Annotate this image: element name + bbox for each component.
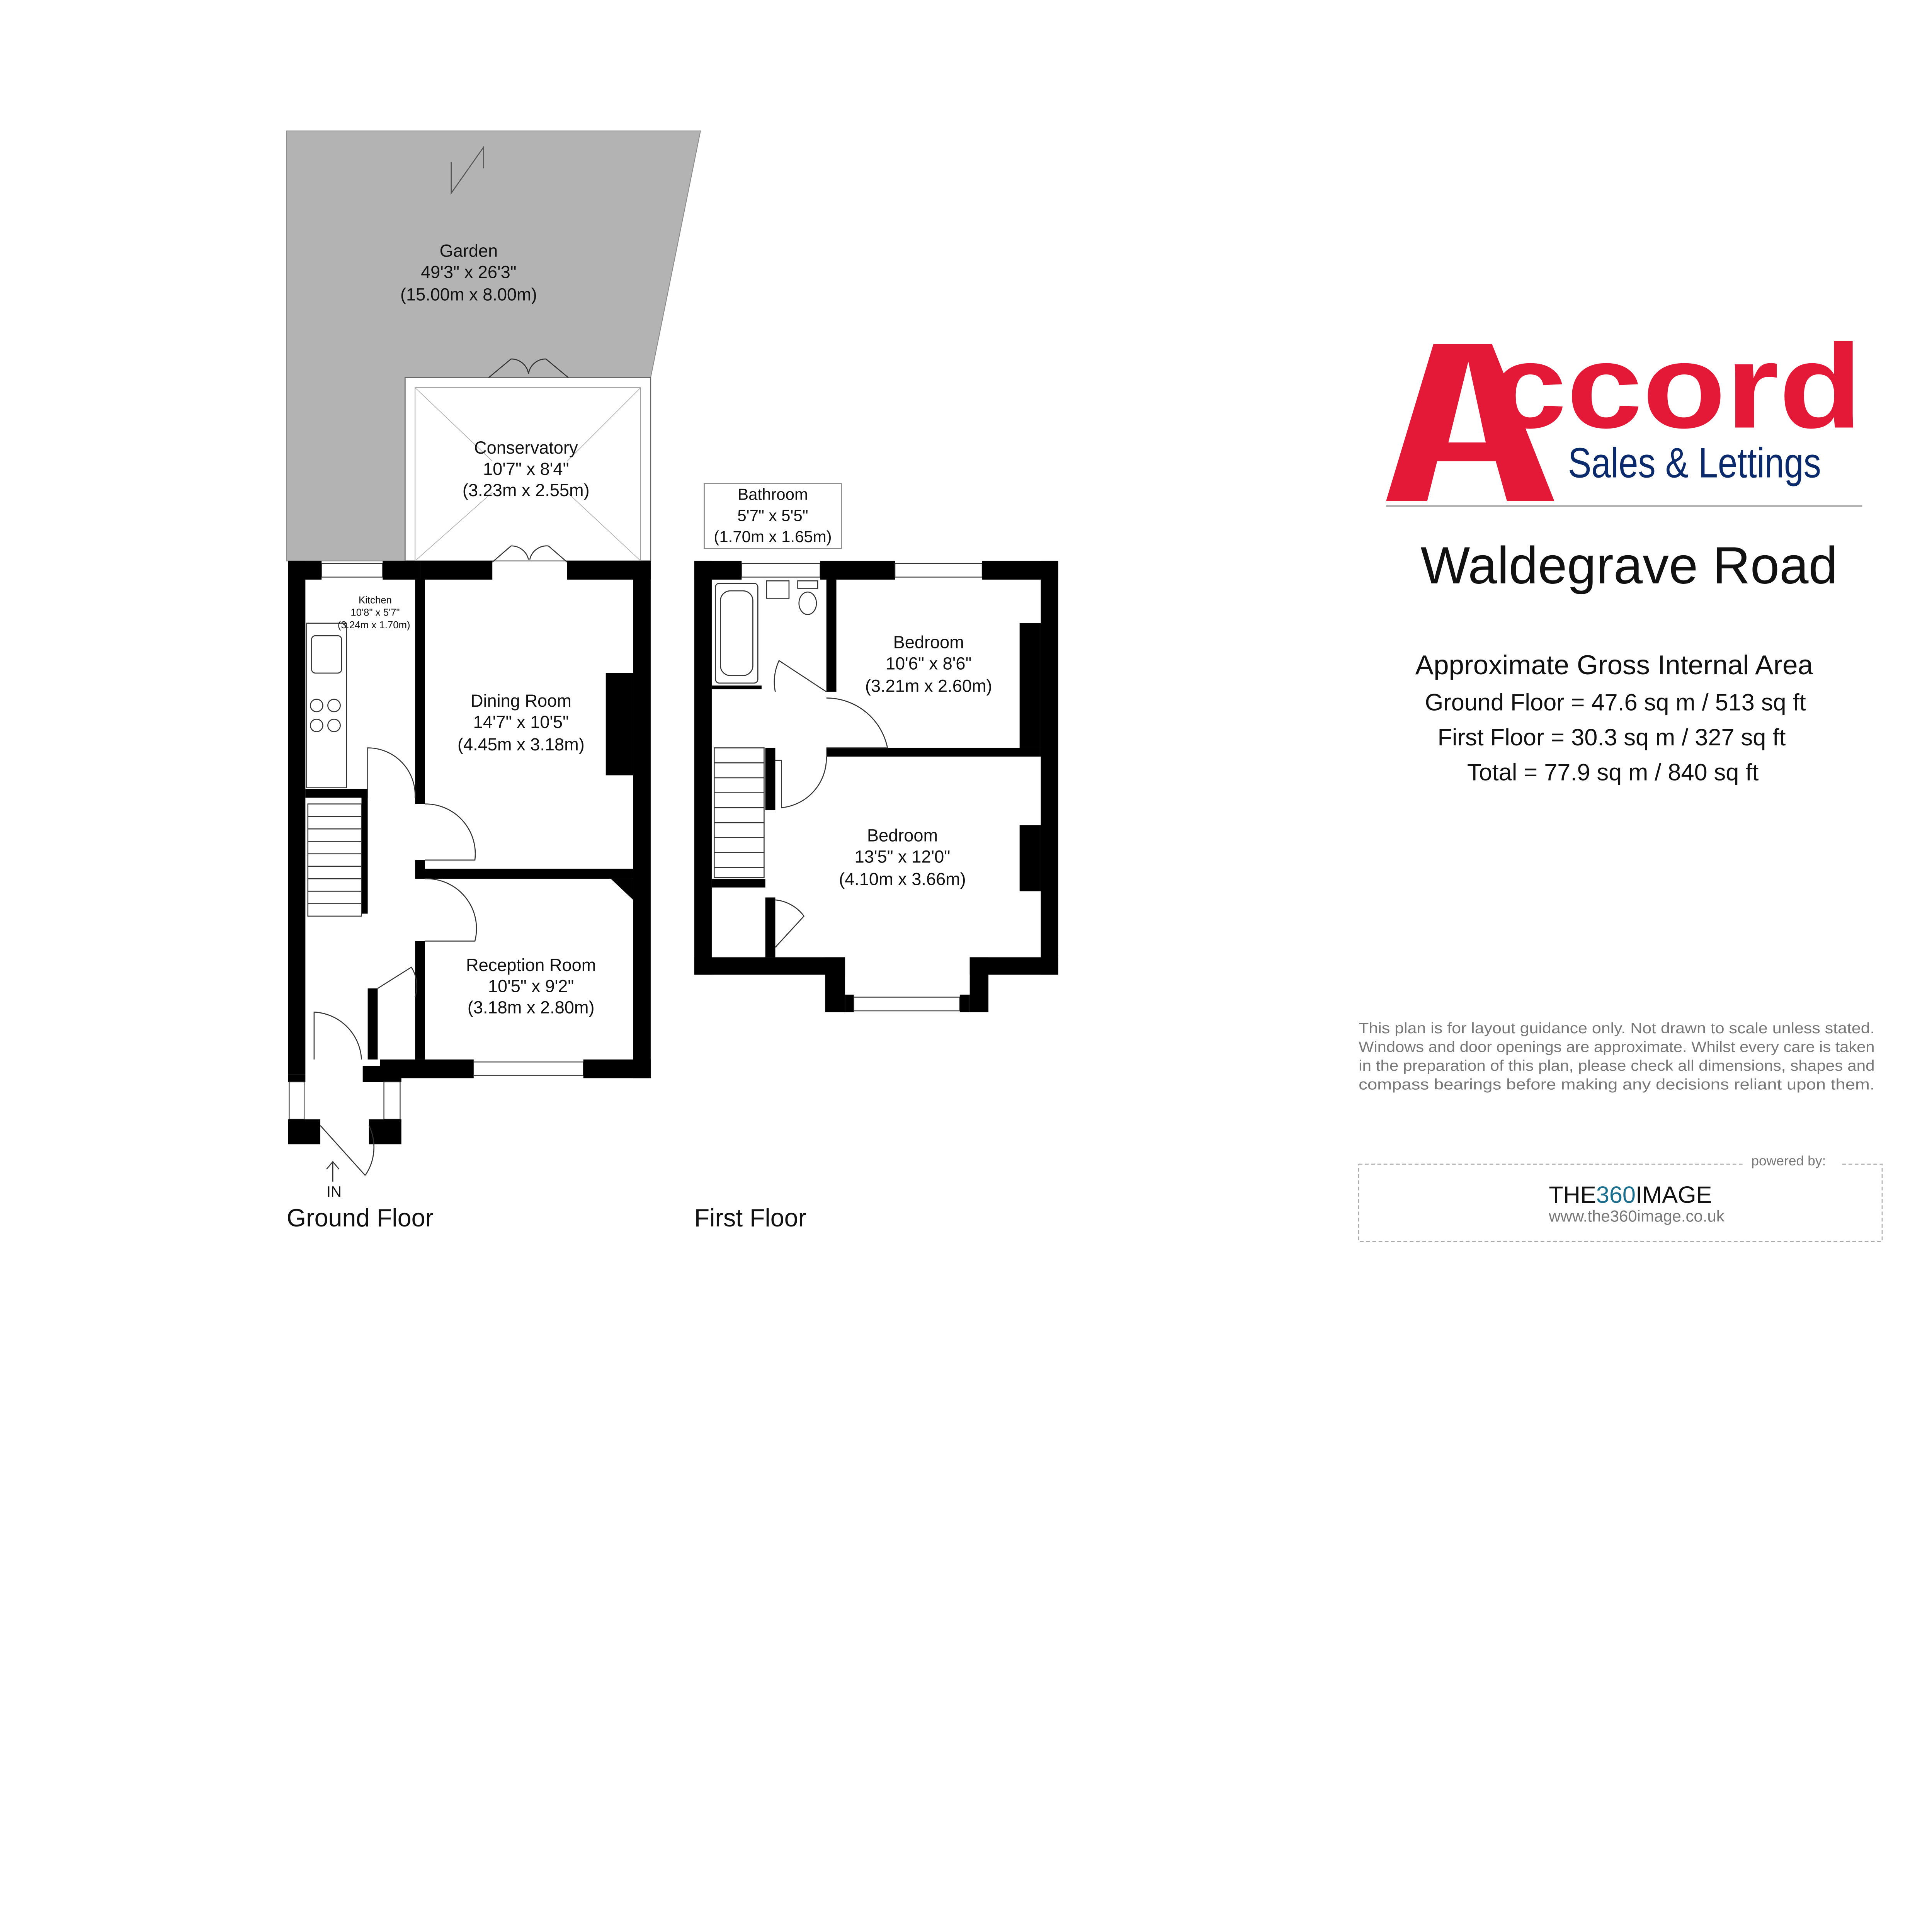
entrance-arrow-icon	[326, 1161, 340, 1182]
disclaimer-line: Windows and door openings are approximat…	[1359, 1039, 1874, 1056]
floor-plan-sheet: IN Garden 49'3" x 26'3" (15.00m x 8.00m)…	[286, 130, 1883, 1242]
garden-break-line	[451, 145, 484, 195]
staircase	[714, 747, 765, 878]
room-name: Bedroom	[893, 632, 964, 652]
room-metric: (1.70m x 1.65m)	[714, 527, 832, 546]
disclaimer-line: in the preparation of this plan, please …	[1359, 1058, 1874, 1074]
room-name: Garden	[440, 241, 498, 261]
room-name: Reception Room	[466, 955, 596, 975]
bathroom-label-box	[704, 483, 842, 549]
area-total: Total = 77.9 sq m / 840 sq ft	[1467, 759, 1759, 785]
floor-label-ground: Ground Floor	[287, 1204, 434, 1232]
disclaimer: This plan is for layout guidance only. N…	[1359, 1020, 1874, 1093]
first-floor-plan: Bathroom 5'7" x 5'5" (1.70m x 1.65m) Bed…	[694, 483, 1058, 1232]
brand-pre: THE	[1549, 1182, 1596, 1208]
basin-icon	[766, 580, 790, 599]
room-bathroom: Bathroom 5'7" x 5'5" (1.70m x 1.65m)	[714, 485, 832, 546]
room-imperial: 14'7" x 10'5"	[473, 712, 569, 732]
room-metric: (4.45m x 3.18m)	[457, 735, 585, 754]
area-first: First Floor = 30.3 sq m / 327 sq ft	[1438, 724, 1786, 750]
room-metric: (3.24m x 1.70m)	[338, 620, 410, 631]
bath-icon	[715, 583, 759, 684]
room-name: Dining Room	[471, 691, 571, 711]
staircase	[307, 803, 362, 917]
room-imperial: 10'8" x 5'7"	[350, 607, 400, 618]
conservatory	[405, 358, 651, 561]
door-swing	[367, 747, 416, 798]
room-name: Conservatory	[474, 438, 578, 457]
toilet-icon	[798, 591, 817, 615]
entrance-label: IN	[327, 1184, 342, 1200]
area-summary: Approximate Gross Internal Area Ground F…	[1415, 650, 1813, 785]
room-imperial: 5'7" x 5'5"	[737, 506, 808, 524]
room-imperial: 10'6" x 8'6"	[886, 653, 972, 673]
room-bedroom-1: Bedroom 10'6" x 8'6" (3.21m x 2.60m)	[865, 632, 992, 696]
room-name: Bathroom	[738, 485, 808, 503]
entrance-door	[320, 1125, 374, 1176]
room-garden: Garden 49'3" x 26'3" (15.00m x 8.00m)	[400, 241, 537, 304]
room-metric: (3.18m x 2.80m)	[468, 998, 595, 1017]
room-conservatory: Conservatory 10'7" x 8'4" (3.23m x 2.55m…	[463, 438, 590, 500]
hob-icon	[310, 699, 323, 713]
room-metric: (4.10m x 3.66m)	[839, 869, 966, 889]
sink-icon	[311, 635, 342, 674]
room-name: Bedroom	[867, 825, 938, 845]
room-metric: (15.00m x 8.00m)	[400, 284, 537, 304]
room-bedroom-2: Bedroom 13'5" x 12'0" (4.10m x 3.66m)	[839, 825, 966, 889]
room-imperial: 10'7" x 8'4"	[483, 459, 569, 479]
floor-label-first: First Floor	[694, 1204, 806, 1232]
kitchen-worktop	[306, 622, 347, 788]
the360image-logo: THE360IMAGE	[1549, 1182, 1712, 1208]
brand-post: IMAGE	[1636, 1182, 1712, 1208]
area-heading: Approximate Gross Internal Area	[1415, 650, 1813, 680]
ground-floor-plan: IN Garden 49'3" x 26'3" (15.00m x 8.00m)…	[286, 130, 701, 1232]
room-metric: (3.21m x 2.60m)	[865, 676, 992, 696]
logo-ccord: ccord	[1491, 319, 1862, 453]
room-reception: Reception Room 10'5" x 9'2" (3.18m x 2.8…	[466, 955, 596, 1017]
property-title: Waldegrave Road	[1420, 536, 1837, 595]
room-metric: (3.23m x 2.55m)	[463, 480, 590, 500]
room-dining: Dining Room 14'7" x 10'5" (4.45m x 3.18m…	[457, 691, 585, 754]
room-imperial: 13'5" x 12'0"	[855, 847, 951, 866]
powered-by-box: powered by: THE360IMAGE www.the360image.…	[1358, 1153, 1883, 1242]
powered-by-label: powered by:	[1751, 1153, 1826, 1168]
brand-num: 360	[1596, 1182, 1636, 1208]
area-ground: Ground Floor = 47.6 sq m / 513 sq ft	[1425, 689, 1806, 716]
room-kitchen: Kitchen 10'8" x 5'7" (3.24m x 1.70m)	[338, 595, 410, 631]
logo-subtext: Sales & Lettings	[1568, 439, 1821, 486]
the360image-url[interactable]: www.the360image.co.uk	[1548, 1207, 1725, 1225]
disclaimer-line: compass bearings before making any decis…	[1359, 1076, 1874, 1093]
accord-logo: ccord Sales & Lettings	[1386, 319, 1862, 507]
room-imperial: 49'3" x 26'3"	[421, 262, 517, 282]
disclaimer-line: This plan is for layout guidance only. N…	[1359, 1020, 1874, 1037]
room-imperial: 10'5" x 9'2"	[488, 976, 574, 996]
room-name: Kitchen	[359, 595, 392, 605]
